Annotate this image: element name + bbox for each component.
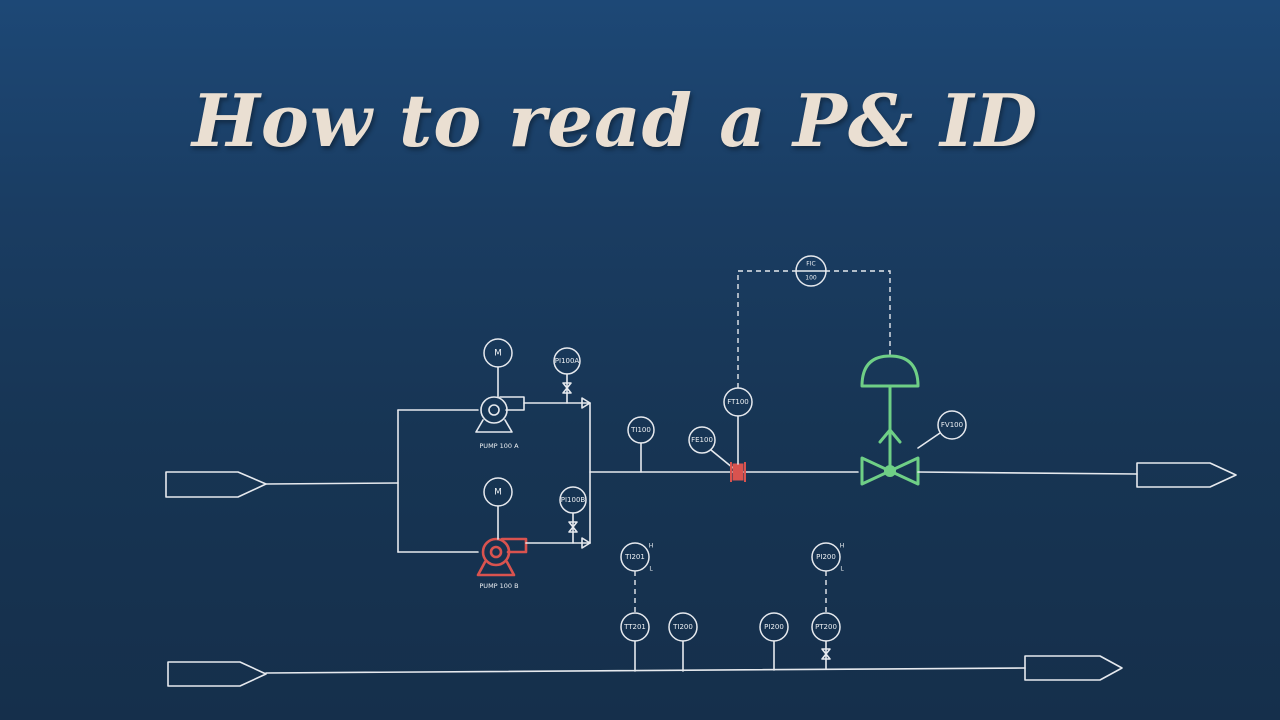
- pi100b-bubble[interactable]: PI100B: [559, 486, 587, 514]
- signal-line-ft-to-fic: [737, 270, 796, 388]
- outlet-off-page-connector: [1136, 462, 1237, 488]
- fv100-bubble[interactable]: FV100: [937, 410, 967, 440]
- pi200-lower-bubble[interactable]: PI200: [759, 612, 789, 642]
- inlet-pipe: [265, 482, 399, 485]
- lower-inlet-off-page-connector: [167, 661, 267, 687]
- fic100-bubble[interactable]: FIC 100: [795, 255, 827, 287]
- signal-line-fic-to-fv: [825, 270, 891, 355]
- fv100-leader: [917, 432, 941, 449]
- pi100b-label: PI100B: [561, 496, 586, 504]
- pump-b-check-arrow: [581, 537, 591, 549]
- ti100-label: TI100: [630, 426, 651, 434]
- ti200-label: TI200: [672, 623, 693, 631]
- pi200-high-alarm: H: [840, 543, 845, 550]
- pi100a-valve-icon: [562, 382, 572, 394]
- fe100-bubble[interactable]: FE100: [688, 426, 716, 454]
- ft100-label: FT100: [727, 398, 749, 406]
- pi200-lower-label: PI200: [764, 623, 784, 631]
- ti201-high-alarm: H: [649, 543, 654, 550]
- pump-a-label: PUMP 100 A: [479, 442, 519, 450]
- pump-a-check-arrow: [581, 397, 591, 409]
- ti200-bubble[interactable]: TI200: [668, 612, 698, 642]
- outlet-pipe: [917, 471, 1138, 475]
- lower-outlet-off-page-connector: [1024, 655, 1123, 681]
- fic100-label-bottom: 100: [805, 275, 817, 282]
- inlet-off-page-connector: [165, 471, 267, 498]
- pi200-upper-label: PI200: [816, 553, 836, 561]
- motor-b-label: M: [494, 488, 502, 498]
- control-valve-fv100-icon[interactable]: [860, 354, 920, 486]
- lower-process-line: [265, 667, 1026, 674]
- ti201-bubble[interactable]: TI201: [620, 542, 650, 572]
- ti201-low-alarm: L: [649, 566, 653, 573]
- pi100b-valve-icon: [568, 521, 578, 533]
- pump-b-icon[interactable]: [476, 537, 528, 577]
- tt201-label: TT201: [623, 623, 646, 631]
- ti100-bubble[interactable]: TI100: [627, 416, 655, 444]
- fe100-leader: [710, 449, 734, 469]
- motor-a-label: M: [494, 349, 502, 359]
- fv100-label: FV100: [941, 421, 963, 429]
- motor-b-icon[interactable]: M: [483, 477, 513, 507]
- pi100a-bubble[interactable]: PI100A: [553, 347, 581, 375]
- fic100-label-top: FIC: [806, 261, 815, 268]
- pt200-bubble[interactable]: PT200: [811, 612, 841, 642]
- ft100-bubble[interactable]: FT100: [723, 387, 753, 417]
- pt200-valve-icon: [821, 648, 831, 660]
- pi200-upper-bubble[interactable]: PI200: [811, 542, 841, 572]
- motor-a-icon[interactable]: M: [483, 338, 513, 368]
- ti201-label: TI201: [624, 553, 645, 561]
- tt201-bubble[interactable]: TT201: [620, 612, 650, 642]
- pi200-low-alarm: L: [840, 566, 844, 573]
- pump-b-label: PUMP 100 B: [479, 582, 518, 590]
- flow-element-icon[interactable]: [730, 462, 746, 482]
- pump-a-icon[interactable]: [475, 396, 525, 433]
- pi100a-label: PI100A: [555, 357, 580, 365]
- pt200-label: PT200: [815, 623, 837, 631]
- page-title: How to read a P& ID: [191, 78, 1039, 163]
- fe100-label: FE100: [691, 436, 713, 444]
